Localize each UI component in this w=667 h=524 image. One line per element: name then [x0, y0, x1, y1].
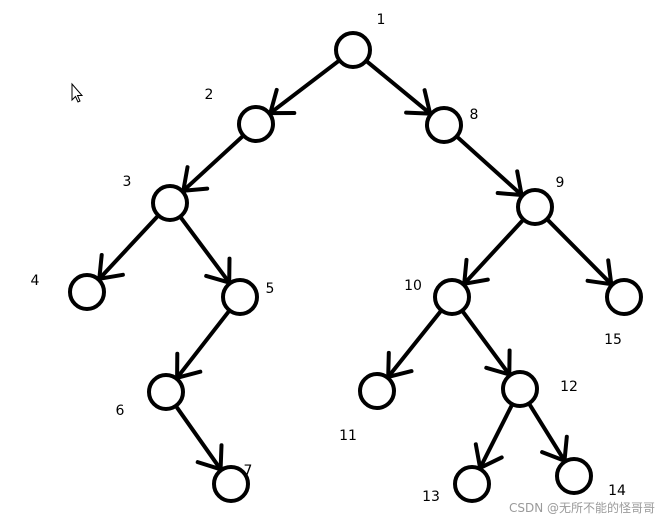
edge-12-14 — [527, 402, 569, 463]
edge-line — [527, 402, 567, 463]
node-label-15: 15 — [604, 332, 622, 348]
edge-line — [455, 135, 524, 197]
node-6 — [147, 373, 185, 411]
node-11 — [358, 372, 396, 410]
edge-line — [174, 404, 223, 472]
edge-9-10 — [462, 218, 525, 286]
node-3 — [151, 184, 189, 222]
node-label-1: 1 — [377, 12, 386, 28]
edge-9-15 — [545, 217, 614, 287]
edge-1-8 — [364, 59, 433, 116]
edge-line — [364, 59, 433, 116]
edge-line — [545, 217, 614, 287]
node-14 — [555, 457, 593, 495]
node-label-11: 11 — [339, 428, 357, 444]
edge-3-5 — [178, 215, 232, 285]
edge-line — [462, 218, 525, 286]
node-label-7: 7 — [244, 463, 253, 479]
edge-line — [460, 309, 512, 377]
edge-6-7 — [174, 404, 224, 472]
node-label-8: 8 — [470, 107, 479, 123]
node-label-10: 10 — [404, 278, 422, 294]
edge-line — [268, 58, 341, 116]
node-1 — [334, 31, 372, 69]
node-label-13: 13 — [422, 489, 440, 505]
node-label-9: 9 — [556, 175, 565, 191]
edge-arrowhead — [540, 434, 569, 463]
edge-3-4 — [97, 214, 160, 281]
edge-1-2 — [268, 58, 341, 116]
edge-10-11 — [386, 309, 443, 379]
node-7 — [212, 465, 250, 503]
nodes-layer — [68, 31, 643, 503]
node-2 — [237, 105, 275, 143]
edge-2-3 — [181, 134, 245, 193]
watermark-text: CSDN @无所不能的怪哥哥 — [509, 500, 655, 515]
edge-8-9 — [455, 135, 524, 197]
node-label-5: 5 — [266, 281, 275, 297]
edge-12-13 — [473, 403, 514, 470]
edge-10-12 — [460, 309, 512, 377]
node-label-14: 14 — [608, 483, 626, 499]
node-label-2: 2 — [205, 87, 214, 103]
node-9 — [516, 188, 554, 226]
edge-line — [178, 215, 232, 285]
node-label-4: 4 — [31, 273, 40, 289]
mouse-pointer-icon — [71, 82, 84, 103]
edge-line — [181, 134, 245, 193]
node-5 — [221, 278, 259, 316]
edge-5-6 — [175, 309, 231, 380]
node-12 — [501, 370, 539, 408]
node-8 — [425, 106, 463, 144]
edge-line — [478, 403, 514, 470]
edge-line — [97, 214, 160, 281]
node-label-6: 6 — [116, 403, 125, 419]
edge-line — [175, 309, 231, 380]
node-15 — [605, 278, 643, 316]
node-4 — [68, 273, 106, 311]
node-label-3: 3 — [123, 174, 132, 190]
node-13 — [453, 465, 491, 503]
edge-line — [386, 309, 443, 379]
node-label-12: 12 — [560, 379, 578, 395]
node-10 — [433, 278, 471, 316]
